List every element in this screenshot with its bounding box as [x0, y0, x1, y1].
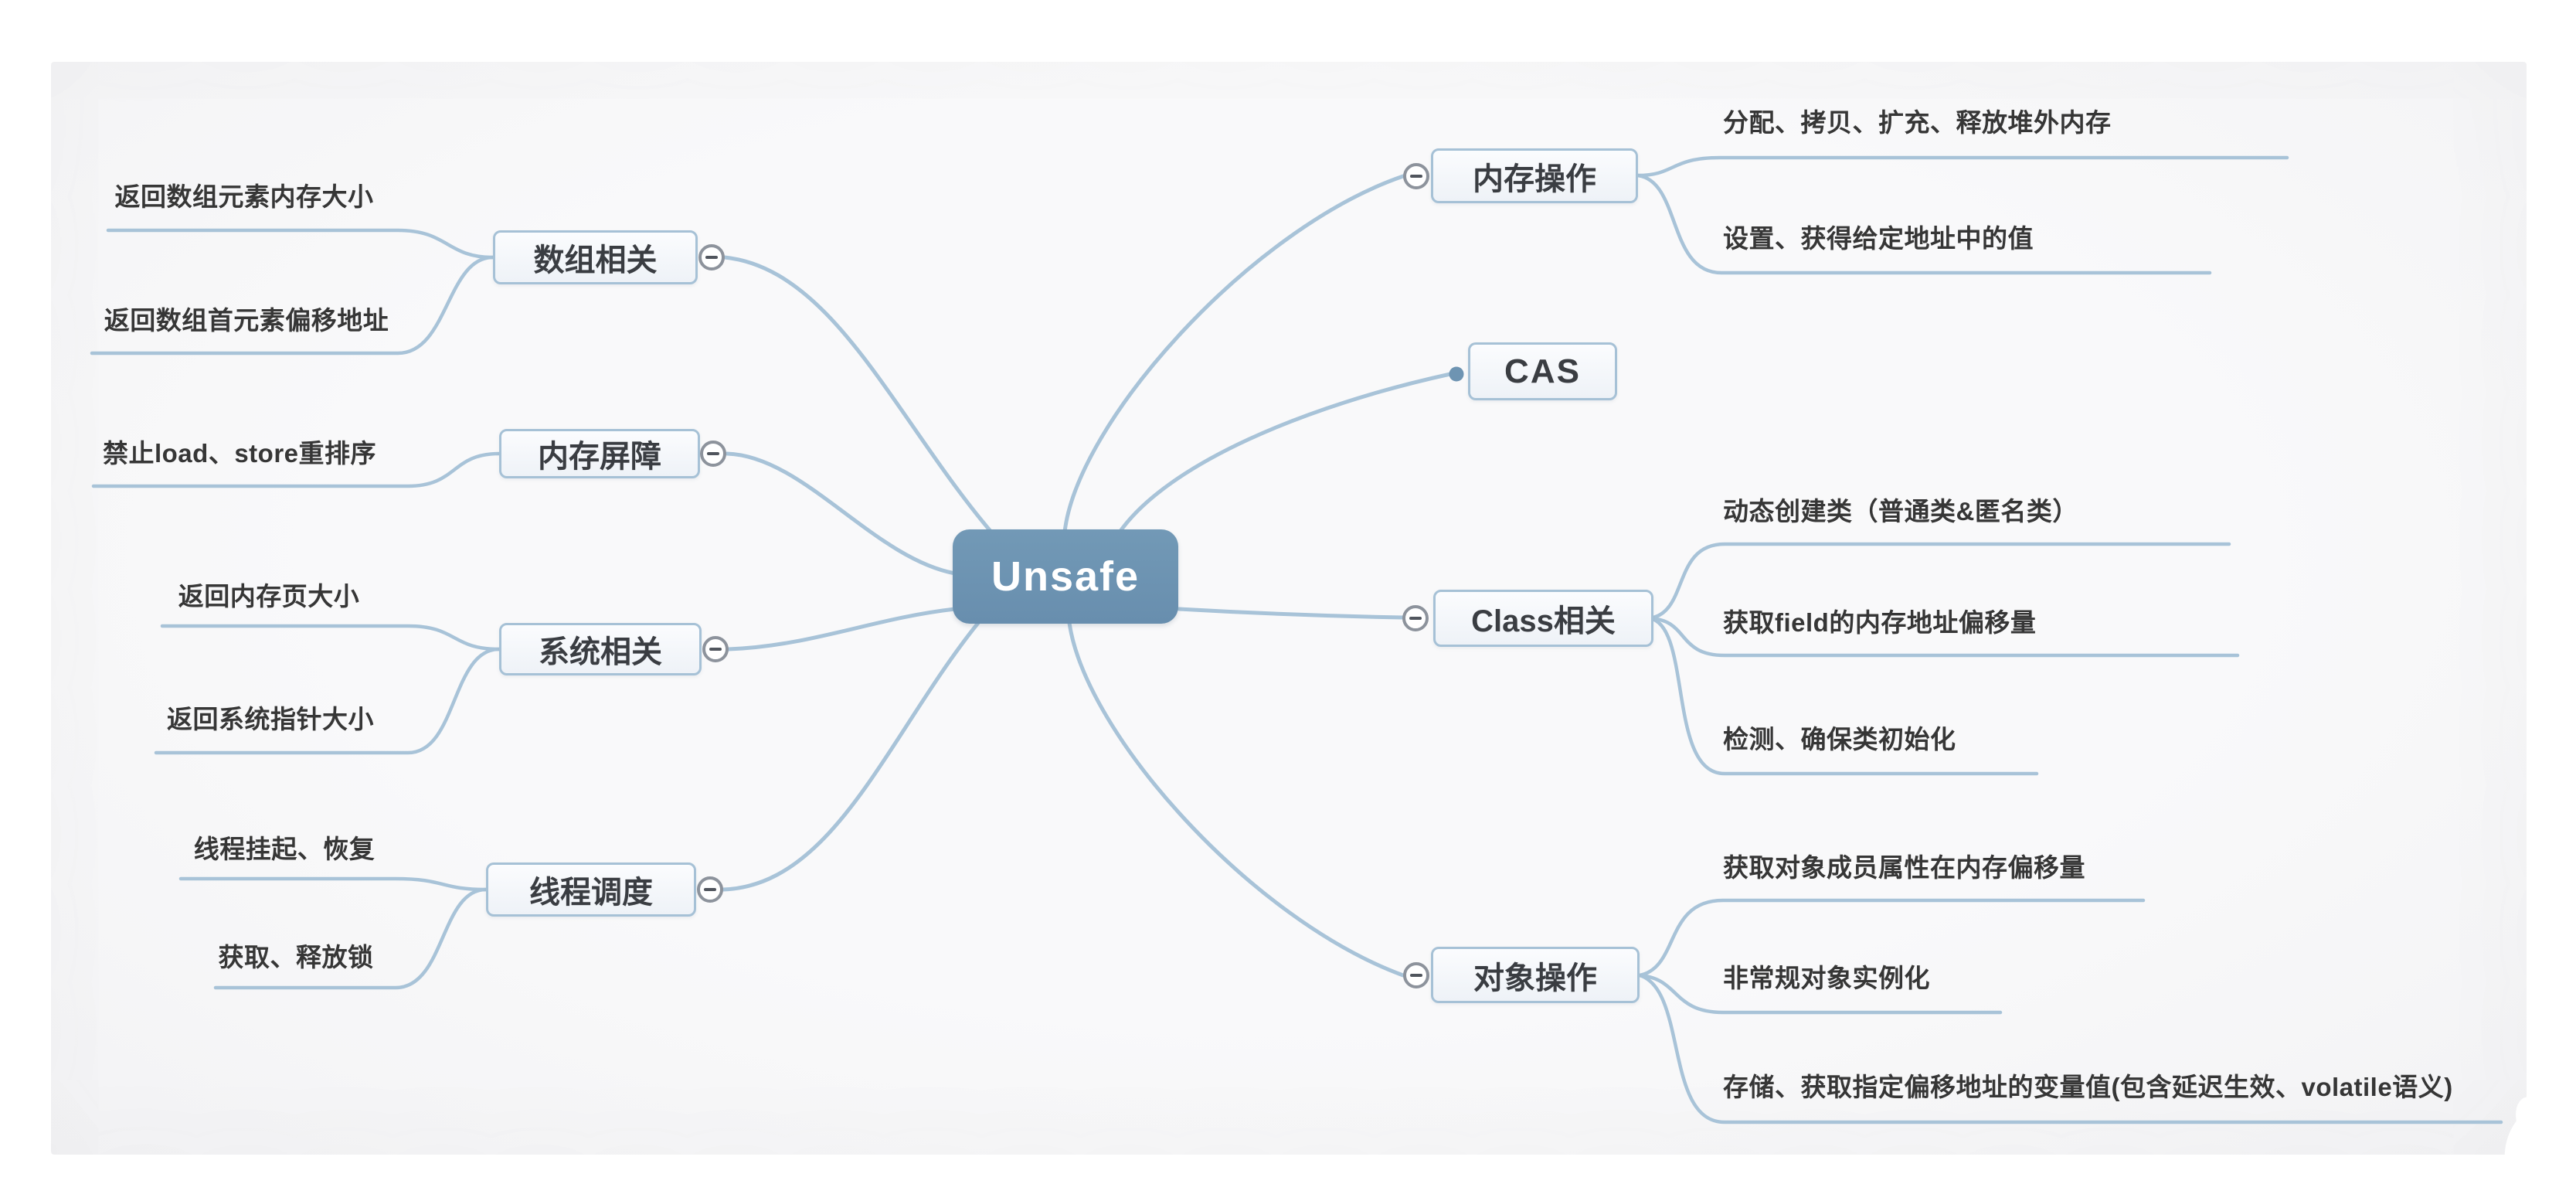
leaf-label[interactable]: 获取、释放锁: [218, 943, 374, 971]
minus-dash: [1409, 617, 1422, 620]
collapse-minus-icon[interactable]: [702, 636, 729, 662]
collapse-minus-icon[interactable]: [698, 244, 725, 270]
topic-system-related[interactable]: 系统相关: [499, 623, 702, 675]
leaf-label[interactable]: 分配、拷贝、扩充、释放堆外内存: [1723, 108, 2112, 137]
topic-memory-operations[interactable]: 内存操作: [1431, 148, 1638, 203]
topic-class-related[interactable]: Class相关: [1433, 590, 1653, 647]
leaf-label[interactable]: 禁止load、store重排序: [102, 439, 377, 468]
leaf-label[interactable]: 返回数组首元素偏移地址: [104, 306, 389, 335]
leaf-label[interactable]: 检测、确保类初始化: [1723, 725, 1956, 754]
collapse-minus-icon[interactable]: [1403, 962, 1429, 988]
collapse-minus-icon[interactable]: [697, 876, 723, 903]
minus-dash: [709, 648, 722, 651]
root-node[interactable]: Unsafe: [953, 529, 1178, 624]
topic-array-related[interactable]: 数组相关: [493, 230, 698, 284]
collapse-minus-icon[interactable]: [700, 441, 726, 467]
minus-dash: [1410, 175, 1422, 178]
leaf-label[interactable]: 非常规对象实例化: [1723, 964, 1930, 992]
leaf-label[interactable]: 动态创建类（普通类&匿名类）: [1723, 497, 2078, 526]
leaf-label[interactable]: 设置、获得给定地址中的值: [1723, 224, 2034, 253]
leaf-label[interactable]: 返回内存页大小: [178, 582, 360, 611]
cursor-shape: [2504, 1082, 2576, 1184]
topic-object-operations[interactable]: 对象操作: [1431, 947, 1640, 1003]
mindmap-panel: [51, 62, 2527, 1155]
leaf-label[interactable]: 线程挂起、恢复: [193, 835, 376, 863]
minus-dash: [1410, 974, 1422, 977]
leaf-label[interactable]: 获取field的内存地址偏移量: [1723, 608, 2037, 637]
topic-thread-scheduling[interactable]: 线程调度: [486, 862, 696, 917]
leaf-label[interactable]: 获取对象成员属性在内存偏移量: [1723, 853, 2085, 882]
topic-memory-barrier[interactable]: 内存屏障: [499, 429, 700, 478]
collapse-minus-icon[interactable]: [1402, 605, 1429, 631]
minus-dash: [705, 256, 718, 259]
minus-dash: [707, 452, 719, 455]
branch-anchor-dot: [1449, 366, 1464, 382]
minus-dash: [704, 888, 716, 891]
leaf-label[interactable]: 返回数组元素内存大小: [114, 182, 374, 211]
collapse-minus-icon[interactable]: [1403, 163, 1429, 189]
leaf-label[interactable]: 返回系统指针大小: [167, 705, 374, 733]
leaf-label[interactable]: 存储、获取指定偏移地址的变量值(包含延迟生效、volatile语义): [1723, 1073, 2453, 1101]
topic-cas[interactable]: CAS: [1468, 342, 1617, 400]
